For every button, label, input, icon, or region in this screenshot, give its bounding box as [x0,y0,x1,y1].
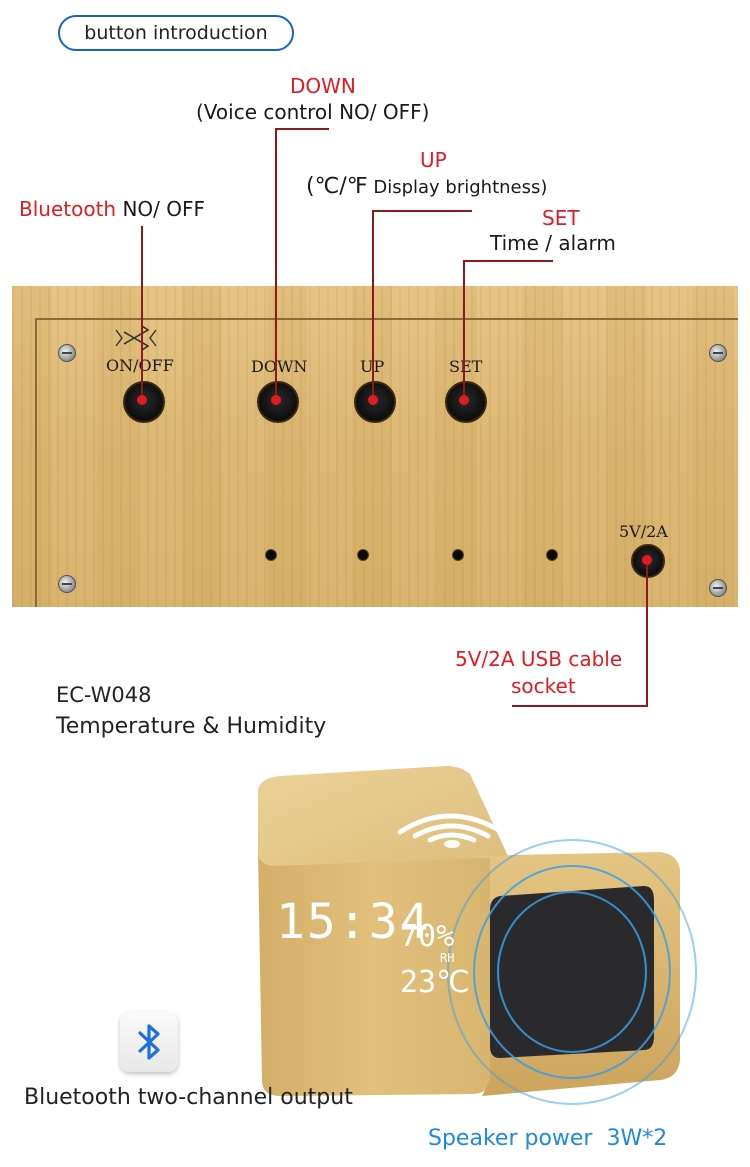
bluetooth-panel-icon [115,324,157,352]
set-callout-title: SET [542,206,580,230]
set-leader-tick [463,260,553,262]
down-callout-desc: (Voice control NO/ OFF) [196,100,430,124]
down-pointer-dot [271,395,281,405]
feature-label: Temperature & Humidity [56,714,327,739]
sound-wave-rings [447,839,697,1105]
usb-callout-line2: socket [511,674,576,698]
onoff-pointer-dot [137,395,147,405]
model-number: EC-W048 [56,683,152,707]
panel-label-down: DOWN [251,357,308,376]
panel-label-onoff: ON/OFF [106,356,174,375]
product-front-face [258,852,490,1096]
up-callout-desc: (℃/℉ Display brightness) [306,174,547,199]
usb-pointer-dot [642,555,652,565]
up-callout-unit: (℃/℉ [306,174,368,199]
display-humidity-unit: RH [440,951,454,965]
set-leader-line [463,260,465,396]
bluetooth-icon-box [120,1012,178,1072]
up-callout-title: UP [420,148,447,172]
speaker-power-label: Speaker power 3W*2 [428,1126,668,1151]
panel-inset-frame [35,318,738,607]
bluetooth-output-label: Bluetooth two-channel output [24,1085,353,1110]
pill-label: button introduction [84,22,268,44]
clock-product-image: 15:34 70% RH 23℃ [258,766,697,1105]
down-leader-line [275,128,277,396]
bluetooth-callout-desc: NO/ OFF [116,197,205,221]
screw-icon [58,575,76,593]
indicator-hole [452,549,464,561]
bluetooth-icon [138,1024,160,1060]
screw-icon [58,344,76,362]
usb-leader-tick [512,705,648,707]
indicator-hole [357,549,369,561]
up-pointer-dot [368,395,378,405]
down-leader-tick [275,128,329,130]
bluetooth-callout-title: Bluetooth [19,197,117,221]
display-time: 15:34 [276,894,431,950]
screw-icon [709,344,727,362]
bluetooth-callout: Bluetooth NO/ OFF [19,197,205,221]
screw-icon [709,579,727,597]
set-callout-desc: Time / alarm [490,231,616,255]
up-leader-line [372,210,374,396]
up-leader-tick [372,210,472,212]
bluetooth-leader-line [141,226,143,396]
display-humidity: 70% [400,919,454,954]
set-pointer-dot [459,395,469,405]
up-callout-rest: Display brightness) [367,177,548,198]
panel-label-set: SET [449,357,483,376]
usb-leader-line [646,560,648,706]
indicator-hole [265,549,277,561]
speaker-grill [490,886,654,1058]
wireless-charging-icon [397,813,505,843]
indicator-hole [546,549,558,561]
down-callout-title: DOWN [290,74,356,98]
button-introduction-pill: button introduction [58,15,294,51]
display-temperature: 23℃ [400,965,470,1000]
usb-callout-line1: 5V/2A USB cable [455,647,623,671]
panel-label-power: 5V/2A [619,522,668,541]
